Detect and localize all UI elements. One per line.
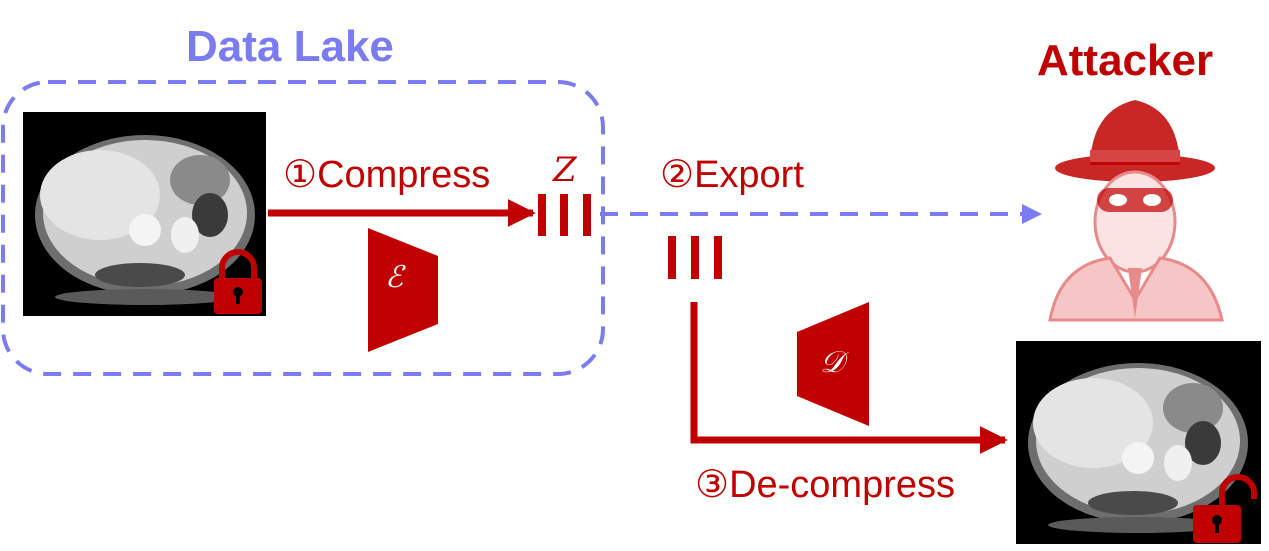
decoder-block bbox=[797, 302, 869, 426]
latent-code bbox=[538, 194, 591, 236]
attacker-label: Attacker bbox=[1037, 36, 1214, 85]
lock-closed-icon bbox=[214, 249, 262, 314]
data-lake-label: Data Lake bbox=[186, 22, 394, 71]
latent-symbol: Z bbox=[553, 150, 577, 190]
step-compress-label: ①Compress bbox=[283, 154, 491, 196]
decompress-arrow bbox=[690, 302, 1008, 454]
spy-attacker-icon bbox=[1048, 100, 1224, 322]
decoder-symbol: 𝒟 bbox=[820, 345, 844, 380]
encoder-symbol: ℰ bbox=[385, 260, 404, 295]
step-decompress-label: ③De-compress bbox=[695, 464, 956, 506]
data-lake-boundary bbox=[1, 80, 605, 376]
reconstructed-ct-image-icon bbox=[1016, 341, 1261, 544]
step-export-label: ②Export bbox=[660, 154, 804, 196]
lock-open-icon bbox=[1193, 474, 1257, 543]
encoder-block bbox=[368, 228, 438, 352]
exported-latent-code bbox=[668, 236, 722, 279]
ct-scan-image-icon bbox=[23, 112, 266, 316]
